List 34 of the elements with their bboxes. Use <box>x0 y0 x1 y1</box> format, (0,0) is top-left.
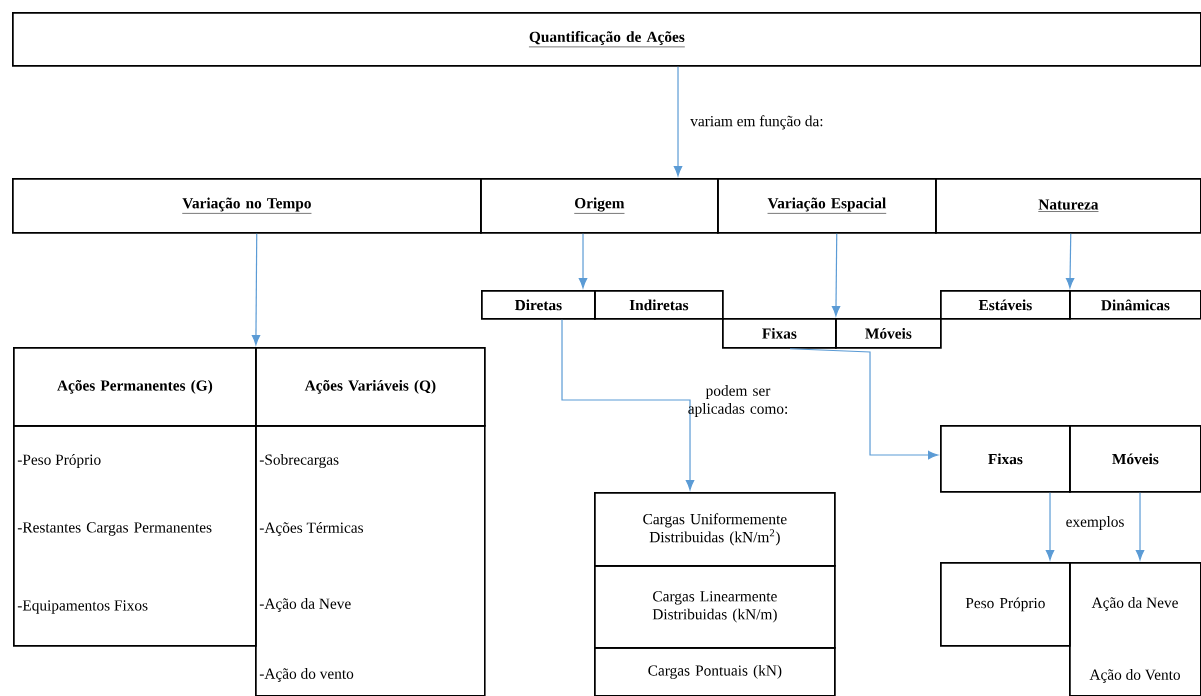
type-cell: Dinâmicas <box>1069 290 1201 320</box>
type-cell: Indiretas <box>594 290 724 320</box>
list-cell: -Peso Próprio -Restantes Cargas Permanentes -Equipamentos Fixos <box>13 425 257 647</box>
arrow <box>561 319 695 491</box>
header-cell: Móveis <box>1069 425 1201 493</box>
category-cell: Natureza <box>935 178 1201 234</box>
header-cell: Ações Variáveis (Q) <box>255 347 486 427</box>
type-cell: Móveis <box>835 318 942 349</box>
arrow <box>251 233 261 346</box>
load-cell: Cargas Linearmente Distribuidas (kN/m) <box>594 565 836 649</box>
note-text: exemplos <box>1066 516 1124 530</box>
category-cell: Variação Espacial <box>717 178 937 234</box>
edge-label: variam em função da: <box>688 114 825 131</box>
arrow <box>1065 233 1075 289</box>
type-cell: Estáveis <box>940 290 1071 320</box>
title-box: Quantificação de Ações <box>12 12 1201 67</box>
arrow <box>1135 492 1145 561</box>
example-cell: Ação da Neve Ação do Vento <box>1069 562 1201 696</box>
category-cell: Variação no Tempo <box>12 178 482 234</box>
header-cell: Ações Permanentes (G) <box>13 347 257 427</box>
arrow <box>578 233 588 289</box>
example-cell: Peso Próprio <box>940 562 1071 647</box>
arrow <box>831 233 841 317</box>
list-cell: -Sobrecargas -Ações Térmicas -Ação da Neve -Ação do vento <box>255 425 486 696</box>
type-cell: Fixas <box>722 318 837 349</box>
arrow <box>789 348 939 460</box>
load-cell: Cargas Uniformemente Distribuidas (kN/m$^{2}$) <box>594 492 836 567</box>
arrow <box>673 66 683 177</box>
arrow <box>1045 492 1055 561</box>
type-cell: Diretas <box>481 290 596 320</box>
load-cell: Cargas Pontuais (kN) <box>594 647 836 696</box>
category-cell: Origem <box>480 178 719 234</box>
note-text: podem ser aplicadas como: <box>688 385 787 417</box>
header-cell: Fixas <box>940 425 1071 493</box>
